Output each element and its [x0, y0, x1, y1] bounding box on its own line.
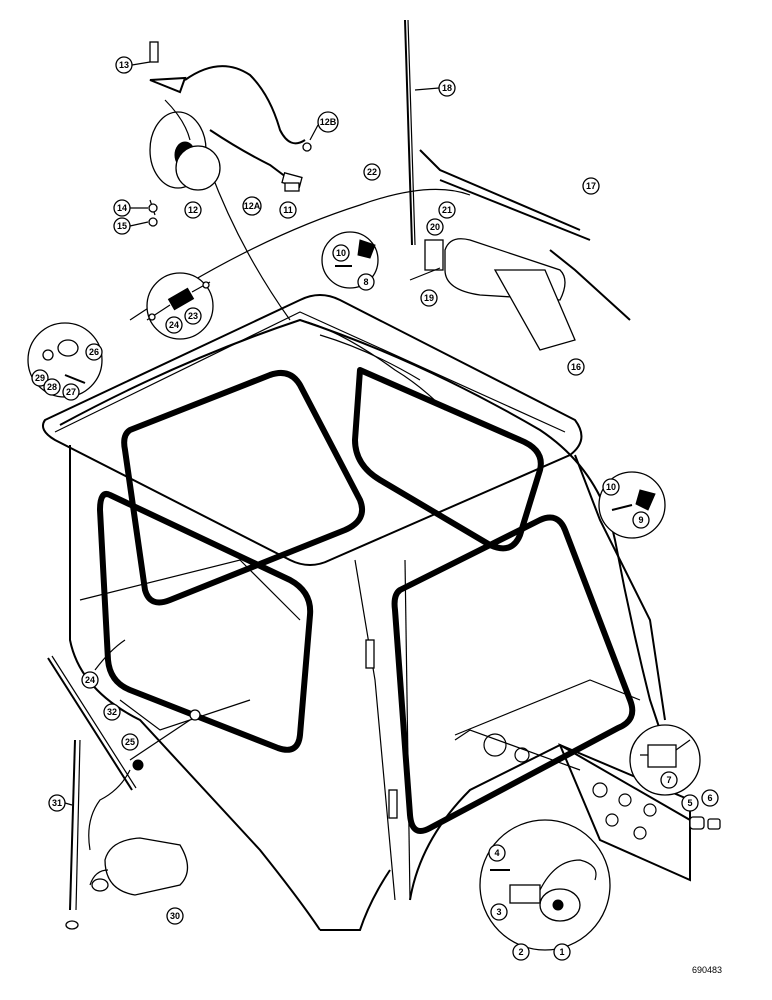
- part-number-label: 28: [47, 382, 57, 392]
- part-number-label: 16: [571, 362, 581, 372]
- part-number-label: 31: [52, 798, 62, 808]
- callout-12: 12: [184, 201, 202, 219]
- callout-1: 1: [553, 943, 571, 961]
- callout-4: 4: [488, 844, 506, 862]
- callout-31: 31: [48, 794, 73, 812]
- part-number-label: 20: [430, 222, 440, 232]
- part-number-label: 14: [117, 203, 127, 213]
- callout-17: 17: [582, 177, 600, 195]
- part-number-label: 10: [336, 248, 346, 258]
- callout-12B: 12B: [309, 111, 339, 141]
- part-number-label: 11: [283, 205, 293, 215]
- callout-22: 22: [363, 163, 381, 181]
- rear-window-gasket: [121, 370, 366, 606]
- part-number-label: 21: [442, 205, 452, 215]
- part-number-label: 26: [89, 347, 99, 357]
- small-parts: [284, 182, 721, 830]
- part-number-label: 5: [687, 798, 692, 808]
- part-labels: 13 12B 12A 11 12 14 15 22 18 17 21 20 10…: [31, 56, 719, 961]
- callout-12A: 12A: [242, 196, 262, 216]
- part-number-label: 2: [518, 947, 523, 957]
- callout-18: 18: [414, 79, 456, 97]
- callout-14: 14: [113, 199, 148, 217]
- part-number-label: 6: [707, 793, 712, 803]
- part-number-label: 25: [125, 737, 135, 747]
- callout-24-bottom: 24: [81, 671, 99, 689]
- callout-2: 2: [512, 943, 530, 961]
- part-number-label: 1: [559, 947, 564, 957]
- part-number-label: 23: [188, 311, 198, 321]
- part-number-label: 22: [367, 167, 377, 177]
- cab-body: [42, 294, 691, 931]
- callout-24-top: 24: [165, 316, 183, 334]
- callout-28: 28: [43, 378, 61, 396]
- callout-20: 20: [426, 218, 444, 236]
- part-number-label: 9: [638, 515, 643, 525]
- part-number-label: 24: [169, 320, 179, 330]
- callout-3: 3: [490, 903, 508, 921]
- door-window-gasket: [391, 514, 636, 834]
- callout-7: 7: [660, 771, 678, 789]
- part-number-label: 4: [494, 848, 499, 858]
- callout-10-top: 10: [332, 244, 350, 262]
- window-gaskets: [97, 367, 636, 834]
- part-number-label: 8: [363, 277, 368, 287]
- part-number-label: 3: [496, 907, 501, 917]
- wire-24-rear: [209, 169, 291, 321]
- callout-26: 26: [85, 343, 103, 361]
- left-window-gasket: [97, 491, 314, 753]
- callout-15: 15: [113, 217, 149, 235]
- callout-9: 9: [632, 511, 650, 529]
- callout-21: 21: [438, 201, 456, 219]
- part-number-label: 18: [442, 83, 452, 93]
- part-number-label: 27: [66, 387, 76, 397]
- callout-23: 23: [184, 307, 202, 325]
- callout-13: 13: [115, 56, 151, 74]
- part-number-label: 30: [170, 911, 180, 921]
- part-number-label: 13: [119, 60, 129, 70]
- part-number-label: 10: [606, 482, 616, 492]
- part-number-label: 12B: [320, 117, 337, 127]
- part-number-label: 12A: [244, 201, 261, 211]
- figure-id: 690483: [692, 965, 722, 975]
- part-number-label: 17: [586, 181, 596, 191]
- callout-32: 32: [103, 703, 121, 721]
- detail-circle-1-4: [479, 819, 611, 951]
- rear-wiper-motor: [104, 837, 189, 896]
- callout-25: 25: [121, 733, 139, 751]
- callout-29: 29: [31, 369, 49, 387]
- callout-30: 30: [166, 907, 184, 925]
- front-wiper-assembly: [404, 19, 631, 351]
- dome-light-assembly: [148, 41, 312, 227]
- callout-6: 6: [701, 789, 719, 807]
- part-number-label: 32: [107, 707, 117, 717]
- part-number-label: 15: [117, 221, 127, 231]
- front-window-gasket: [352, 367, 544, 552]
- part-number-label: 19: [424, 293, 434, 303]
- part-number-label: 7: [666, 775, 671, 785]
- callout-5: 5: [681, 794, 699, 812]
- callout-19: 19: [420, 289, 438, 307]
- callout-27: 27: [62, 383, 80, 401]
- callout-16: 16: [567, 358, 585, 376]
- callout-8: 8: [357, 273, 375, 291]
- callout-11: 11: [279, 201, 297, 219]
- rear-wiper-assembly: [47, 655, 201, 930]
- part-number-label: 29: [35, 373, 45, 383]
- part-number-label: 12: [188, 205, 198, 215]
- part-number-label: 24: [85, 675, 95, 685]
- callout-10-right: 10: [602, 478, 620, 496]
